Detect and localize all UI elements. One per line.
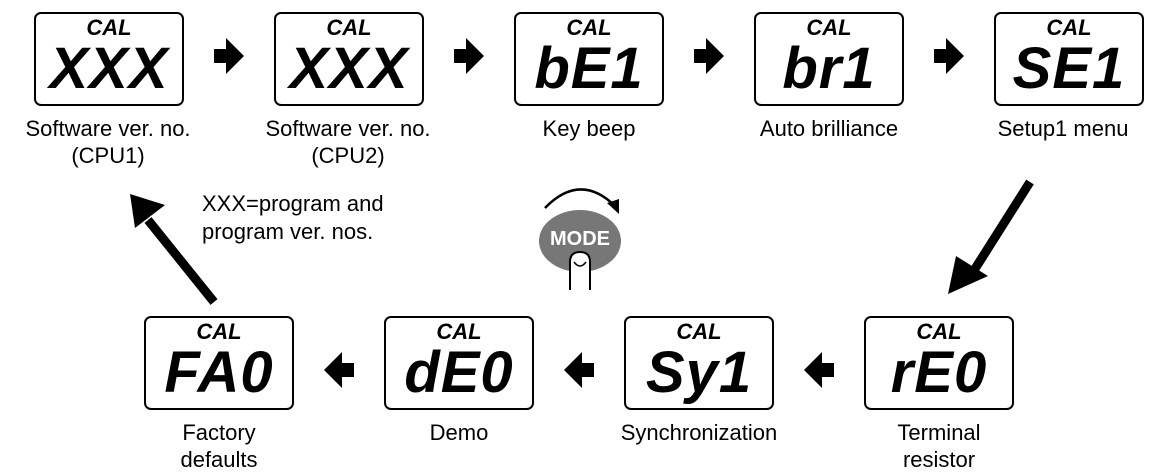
display-code: XXX xyxy=(49,36,169,101)
arrow-left-3 xyxy=(804,352,834,388)
finger-icon xyxy=(569,250,591,290)
step-caption-software-cpu1: Software ver. no. (CPU1) xyxy=(25,116,191,168)
mode-button[interactable]: MODE xyxy=(550,228,610,250)
step-box-synchronization: CAL Sy1 xyxy=(624,316,774,410)
step-box-terminal-resistor: CAL rE0 xyxy=(864,316,1014,410)
step-box-key-beep: CAL bE1 xyxy=(514,12,664,106)
cal-label: CAL xyxy=(566,15,612,40)
step-caption-key-beep: Key beep xyxy=(542,116,636,141)
display-code: rE0 xyxy=(890,340,988,405)
arrow-right-4 xyxy=(934,38,964,74)
cal-label: CAL xyxy=(436,319,482,344)
display-code: XXX xyxy=(289,36,409,101)
step-caption-factory-defaults: Factory defaults xyxy=(180,420,258,472)
step-box-factory-defaults: CAL FA0 xyxy=(144,316,294,410)
cal-label: CAL xyxy=(86,15,132,40)
cal-label: CAL xyxy=(806,15,852,40)
step-caption-synchronization: Synchronization xyxy=(620,420,778,445)
step-box-demo: CAL dE0 xyxy=(384,316,534,410)
arrow-right-2 xyxy=(454,38,484,74)
display-code: bE1 xyxy=(534,36,644,101)
cal-label: CAL xyxy=(196,319,242,344)
diagonal-arrow-up xyxy=(144,217,218,305)
step-caption-demo: Demo xyxy=(429,420,489,445)
step-caption-setup1-menu: Setup1 menu xyxy=(997,116,1129,141)
arrow-right-1 xyxy=(214,38,244,74)
cal-label: CAL xyxy=(676,319,722,344)
arrow-left-2 xyxy=(564,352,594,388)
display-code: br1 xyxy=(782,36,876,101)
cal-label: CAL xyxy=(916,319,962,344)
step-caption-auto-brilliance: Auto brilliance xyxy=(759,116,899,141)
step-box-setup1-menu: CAL SE1 xyxy=(994,12,1144,106)
step-caption-software-cpu2: Software ver. no. (CPU2) xyxy=(265,116,431,168)
diagonal-arrow-down xyxy=(969,179,1034,275)
step-box-software-cpu2: CAL XXX xyxy=(274,12,424,106)
arrow-right-3 xyxy=(694,38,724,74)
display-code: dE0 xyxy=(404,340,514,405)
arrow-left-1 xyxy=(324,352,354,388)
step-box-auto-brilliance: CAL br1 xyxy=(754,12,904,106)
display-code: FA0 xyxy=(164,340,274,405)
xxx-note: XXX=program and program ver. nos. xyxy=(202,191,384,244)
display-code: SE1 xyxy=(1012,36,1126,101)
cal-label: CAL xyxy=(1046,15,1092,40)
cal-label: CAL xyxy=(326,15,372,40)
rotate-arrow-icon xyxy=(544,188,616,209)
display-code: Sy1 xyxy=(645,340,753,405)
mode-button-shape xyxy=(539,210,621,272)
step-box-software-cpu1: CAL XXX xyxy=(34,12,184,106)
step-caption-terminal-resistor: Terminal resistor xyxy=(897,420,981,472)
